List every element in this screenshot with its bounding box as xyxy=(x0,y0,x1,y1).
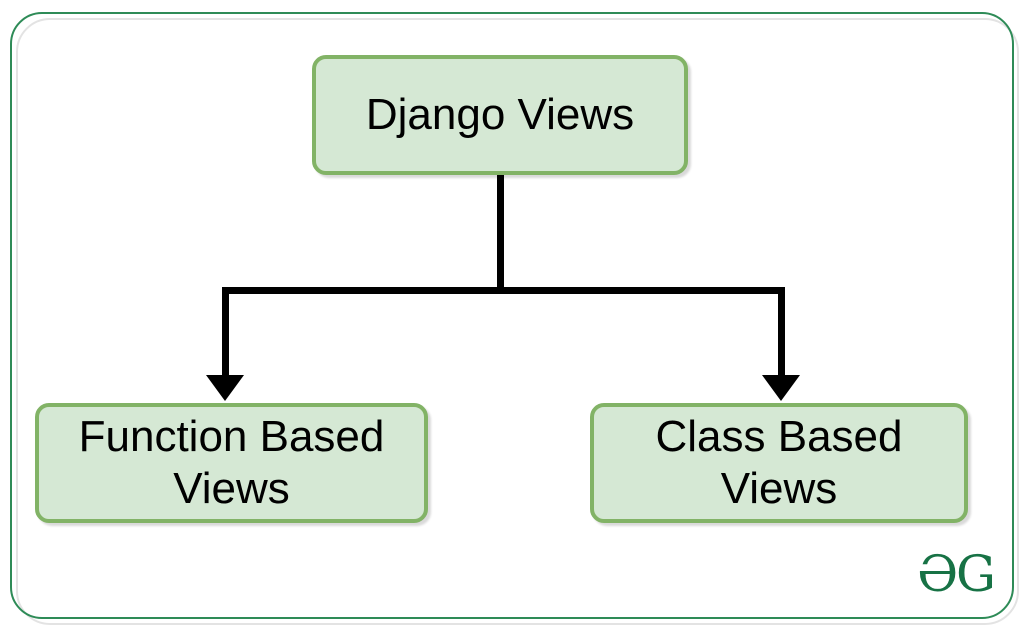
connector-left-stem xyxy=(222,287,229,376)
frame-shadow-line xyxy=(16,18,1019,625)
diagram-node-class-based-views: Class Based Views xyxy=(590,403,968,523)
node-label: Function Based Views xyxy=(78,412,385,513)
arrow-down-icon xyxy=(762,375,800,401)
arrow-down-icon xyxy=(206,375,244,401)
connector-horizontal-branch xyxy=(222,287,785,294)
diagram-node-function-based-views: Function Based Views xyxy=(35,403,428,523)
node-label: Class Based Views xyxy=(655,412,903,513)
connector-root-stem xyxy=(497,175,504,294)
page-frame-border xyxy=(10,12,1014,619)
node-label: Django Views xyxy=(365,90,635,140)
diagram-node-django-views: Django Views xyxy=(312,55,688,175)
geeksforgeeks-logo-icon: ƏG xyxy=(917,545,996,603)
connector-right-stem xyxy=(778,287,785,376)
